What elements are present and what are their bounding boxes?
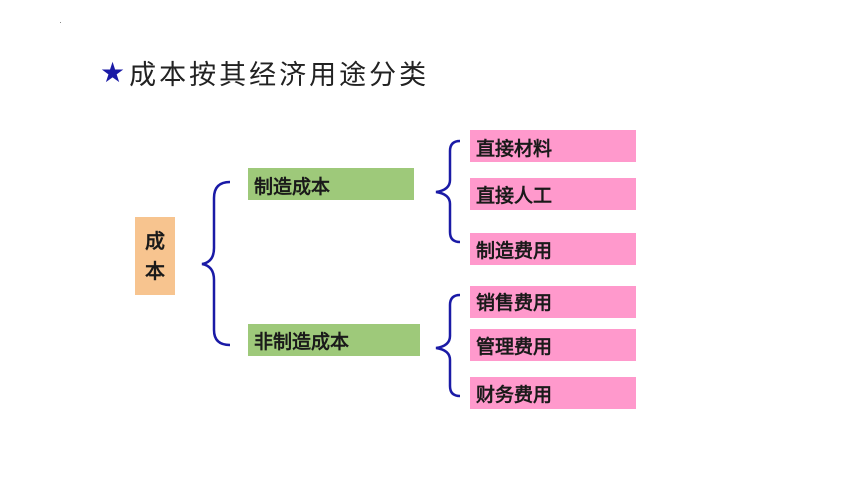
item-label: 财务费用 [476,384,553,406]
slide-title-text: 成本按其经济用途分类 [129,59,430,91]
item-label: 直接人工 [476,184,553,207]
item-admin-expense: 管理费用 [470,329,636,361]
root-brace [201,180,231,347]
category-label: 制造成本 [254,176,331,198]
item-selling-expense: 销售费用 [470,286,636,318]
item-label: 制造费用 [476,240,553,262]
category-non-manufacturing: 非制造成本 [248,324,420,356]
item-manufacturing-overhead: 制造费用 [470,233,636,265]
item-label: 直接材料 [476,138,553,160]
root-label-line1: 成 [145,229,165,253]
decorative-dot [60,22,61,23]
item-label: 管理费用 [476,335,553,358]
item-label: 销售费用 [476,292,553,314]
category-label: 非制造成本 [254,330,350,353]
item-direct-labor: 直接人工 [470,178,636,210]
category-manufacturing: 制造成本 [248,168,414,200]
manufacturing-brace [435,139,461,244]
star-icon: ★ [100,55,126,89]
item-financial-expense: 财务费用 [470,377,636,409]
item-direct-material: 直接材料 [470,130,636,162]
root-node: 成 本 [135,217,175,295]
root-label-line2: 本 [145,259,165,283]
slide-title: ★ 成本按其经济用途分类 [100,52,429,92]
non-manufacturing-brace [435,293,461,398]
